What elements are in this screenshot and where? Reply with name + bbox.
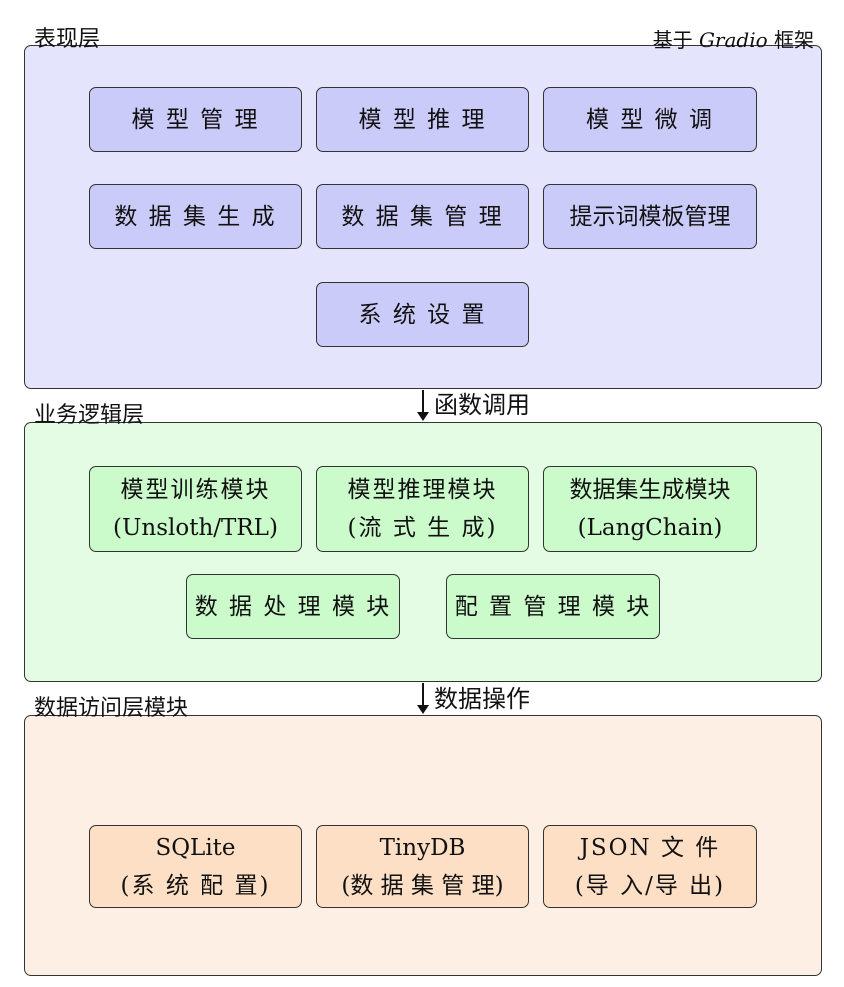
box-model-inference-module-detail: (流 式 生 成) — [347, 515, 498, 541]
box-dataset-generation-module: 数据集生成模块 (LangChain) — [543, 466, 757, 552]
framework-note-suffix: 框架 — [774, 28, 814, 52]
box-json-file-detail: (导 入/导 出) — [574, 872, 726, 899]
box-tinydb-name: TinyDB — [379, 834, 466, 861]
business-logic-layer — [24, 422, 822, 682]
box-dataset-generation-module-name: 数据集生成模块 — [569, 477, 731, 503]
box-dataset-generation: 数 据 集 生 成 — [89, 184, 302, 249]
box-model-training-module-detail: (Unsloth/TRL) — [113, 515, 278, 541]
box-tinydb: TinyDB (数 据 集 管 理) — [316, 825, 529, 908]
box-prompt-template-management: 提示词模板管理 — [543, 184, 757, 249]
box-json-file: JSON 文 件 (导 入/导 出) — [543, 825, 757, 908]
box-dataset-generation-module-detail: (LangChain) — [577, 515, 723, 541]
box-dataset-management: 数 据 集 管 理 — [316, 184, 529, 249]
box-sqlite-name: SQLite — [155, 834, 236, 861]
box-json-file-name: JSON 文 件 — [579, 834, 721, 861]
box-model-finetune: 模 型 微 调 — [543, 87, 757, 152]
presentation-layer-title: 表现层 — [34, 27, 101, 52]
box-model-management: 模 型 管 理 — [89, 87, 302, 152]
box-model-training-module: 模型训练模块 (Unsloth/TRL) — [89, 466, 302, 552]
box-data-processing-module: 数 据 处 理 模 块 — [186, 574, 400, 639]
data-operation-arrow — [417, 683, 429, 714]
business-logic-layer-title: 业务逻辑层 — [34, 403, 145, 428]
box-sqlite: SQLite (系 统 配 置) — [89, 825, 302, 908]
box-model-inference-module: 模型推理模块 (流 式 生 成) — [316, 466, 529, 552]
function-call-arrow — [417, 390, 429, 421]
box-model-training-module-name: 模型训练模块 — [120, 477, 271, 503]
box-config-management-module: 配 置 管 理 模 块 — [446, 574, 660, 639]
function-call-label: 函数调用 — [434, 391, 530, 419]
data-access-layer-title: 数据访问层模块 — [34, 696, 189, 721]
box-model-inference-module-name: 模型推理模块 — [347, 477, 498, 503]
box-tinydb-detail: (数 据 集 管 理) — [341, 872, 504, 899]
box-system-settings: 系 统 设 置 — [316, 282, 529, 347]
framework-note-name: Gradio — [698, 28, 768, 52]
box-model-inference: 模 型 推 理 — [316, 87, 529, 152]
box-sqlite-detail: (系 统 配 置) — [120, 872, 271, 899]
data-operation-label: 数据操作 — [434, 685, 530, 713]
framework-note: 基于 Gradio 框架 — [653, 28, 814, 52]
framework-note-prefix: 基于 — [652, 28, 693, 52]
